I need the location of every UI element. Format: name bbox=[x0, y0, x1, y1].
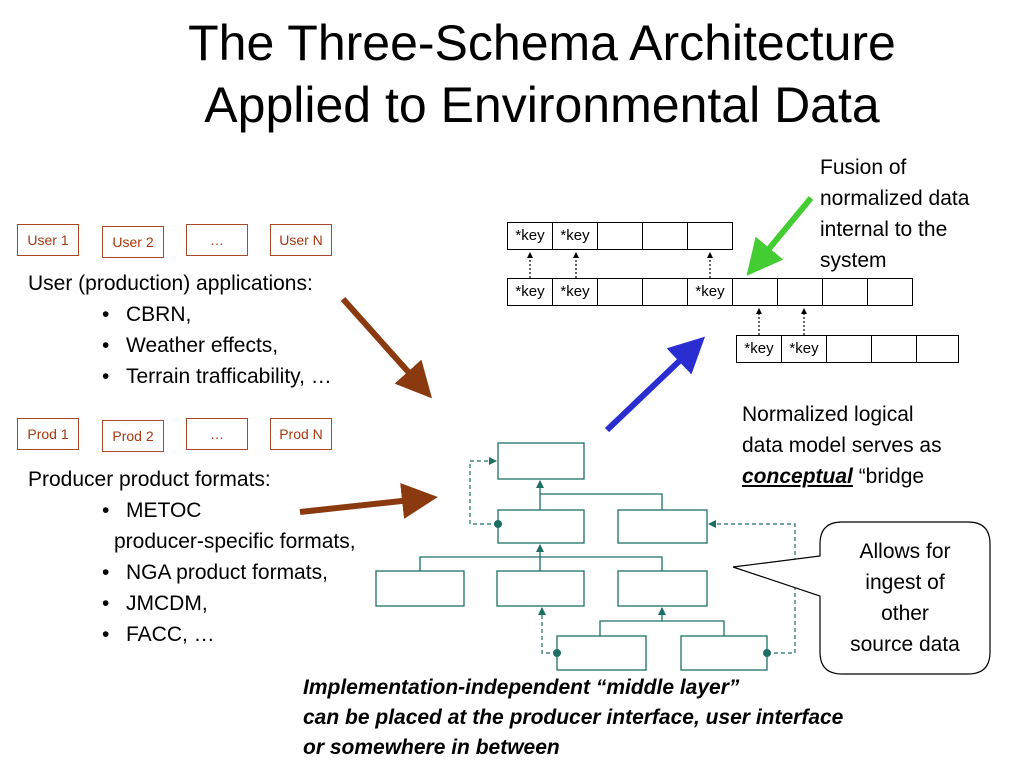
key-cell bbox=[732, 278, 778, 306]
callout-bubble bbox=[732, 521, 991, 675]
key-cell bbox=[916, 335, 959, 363]
key-link-lines bbox=[527, 252, 807, 335]
fusion-line: system bbox=[820, 249, 887, 272]
user-apps-block: User (production) applications: CBRN, We… bbox=[28, 268, 332, 392]
prod-box-2: Prod 2 bbox=[102, 420, 164, 452]
slide-title: The Three-Schema Architecture Applied to… bbox=[60, 12, 1024, 136]
fusion-line: normalized data bbox=[820, 187, 970, 210]
key-cell: *key bbox=[507, 278, 553, 306]
model-node bbox=[497, 509, 585, 544]
callout-line: Allows for bbox=[859, 540, 951, 563]
model-link bbox=[419, 556, 663, 571]
implementation-line: or somewhere in between bbox=[303, 736, 560, 759]
title-line-1: The Three-Schema Architecture bbox=[188, 15, 896, 71]
callout-text: Allows for ingest of other source data bbox=[826, 536, 984, 660]
producer-formats-heading: Producer product formats: bbox=[28, 468, 271, 491]
normalized-line: conceptual “bridge bbox=[742, 461, 942, 492]
conceptual-emphasis: conceptual bbox=[742, 465, 853, 488]
model-link bbox=[599, 620, 725, 636]
user-app-item: CBRN, bbox=[28, 299, 332, 330]
model-node bbox=[680, 635, 768, 671]
prod-box-ellipsis: … bbox=[186, 418, 248, 450]
user-app-item: Terrain trafficability, … bbox=[28, 361, 332, 392]
model-dashed-links bbox=[469, 457, 796, 654]
key-cell: *key bbox=[736, 335, 782, 363]
producer-format-item: NGA product formats, bbox=[28, 557, 356, 588]
fusion-line: Fusion of bbox=[820, 156, 907, 179]
key-cell: *key bbox=[687, 278, 733, 306]
key-cell bbox=[597, 278, 643, 306]
implementation-note: Implementation-independent “middle layer… bbox=[303, 673, 843, 763]
fusion-note: Fusion of normalized data internal to th… bbox=[820, 152, 969, 276]
model-node bbox=[496, 570, 585, 607]
key-cell bbox=[777, 278, 823, 306]
callout-line: other bbox=[881, 602, 929, 625]
fusion-line: internal to the bbox=[820, 218, 948, 241]
user-box-2: User 2 bbox=[102, 226, 164, 258]
normalized-line: data model serves as bbox=[742, 434, 942, 457]
key-cell bbox=[687, 222, 733, 250]
model-node bbox=[375, 570, 465, 607]
prod-box-1: Prod 1 bbox=[17, 418, 79, 450]
normalized-line: Normalized logical bbox=[742, 403, 914, 426]
logical-data-model bbox=[375, 442, 768, 671]
producer-format-item-continuation: producer-specific formats, bbox=[114, 530, 356, 553]
user-to-model-arrow bbox=[340, 296, 433, 399]
model-link bbox=[539, 493, 663, 510]
key-cell bbox=[871, 335, 917, 363]
producer-format-item: FACC, … bbox=[28, 619, 356, 650]
user-apps-heading: User (production) applications: bbox=[28, 272, 313, 295]
prod-box-n: Prod N bbox=[270, 418, 332, 450]
model-node bbox=[617, 509, 708, 544]
model-to-table-arrow bbox=[604, 336, 706, 433]
key-cell: *key bbox=[507, 222, 553, 250]
producer-formats-block: Producer product formats: METOC producer… bbox=[28, 464, 356, 650]
model-node bbox=[617, 570, 708, 607]
key-cell: *key bbox=[552, 222, 598, 250]
title-line-2: Applied to Environmental Data bbox=[204, 77, 880, 133]
user-box-1: User 1 bbox=[17, 224, 79, 256]
model-node bbox=[497, 442, 585, 480]
implementation-line: can be placed at the producer interface,… bbox=[303, 706, 844, 729]
producer-format-item: JMCDM, bbox=[28, 588, 356, 619]
implementation-line: Implementation-independent “middle layer… bbox=[303, 676, 740, 699]
key-cell: *key bbox=[552, 278, 598, 306]
producer-format-item: METOC bbox=[28, 495, 356, 526]
callout-line: ingest of bbox=[865, 571, 945, 594]
key-cell bbox=[826, 335, 872, 363]
user-box-n: User N bbox=[270, 224, 332, 256]
key-cell bbox=[867, 278, 913, 306]
user-app-item: Weather effects, bbox=[28, 330, 332, 361]
user-box-ellipsis: … bbox=[186, 224, 248, 256]
model-node bbox=[556, 635, 647, 671]
normalized-note: Normalized logical data model serves as … bbox=[742, 399, 942, 492]
key-cell bbox=[597, 222, 643, 250]
key-cell bbox=[642, 278, 688, 306]
key-cell: *key bbox=[781, 335, 827, 363]
bridge-text: “bridge bbox=[852, 465, 925, 488]
fusion-arrow bbox=[746, 196, 814, 276]
producer-to-model-arrow bbox=[299, 483, 438, 519]
model-link-dots bbox=[494, 520, 771, 657]
callout-line: source data bbox=[850, 633, 960, 656]
